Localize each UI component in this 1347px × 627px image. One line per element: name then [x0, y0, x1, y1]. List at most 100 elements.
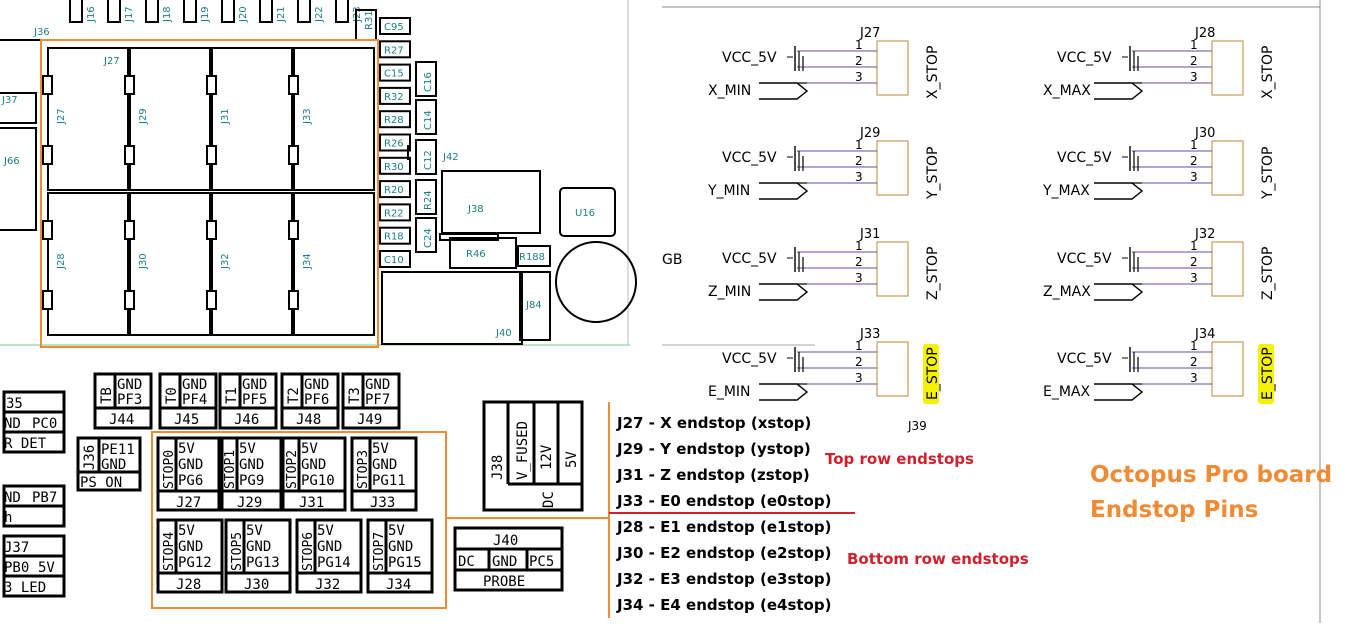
- header-label: J20: [238, 6, 249, 23]
- connector-id: J28: [176, 577, 201, 593]
- component-outline: [379, 17, 411, 35]
- stop-label: X_STOP: [1260, 46, 1276, 100]
- signal-port: [1094, 283, 1144, 301]
- pin-number: 2: [855, 355, 863, 369]
- j66-outline: [0, 127, 37, 231]
- svg-text:J40: J40: [493, 533, 518, 549]
- silk-endstop-connectors: STOP05VGNDPG6J27STOP15VGNDPG9J29STOP25VG…: [156, 436, 434, 594]
- component-outline: [379, 156, 411, 175]
- pin-label: 5V: [317, 523, 334, 539]
- signal-label: Y_MAX: [1042, 183, 1090, 199]
- pin-number: 1: [855, 239, 863, 253]
- pin-label: GND: [239, 457, 264, 473]
- slot-latch: [288, 145, 299, 165]
- pin-label: PG11: [372, 473, 406, 489]
- component-outline: [379, 86, 411, 105]
- thermistor-tag: T2: [286, 387, 302, 404]
- connector-ref: J29: [859, 126, 880, 141]
- r188-label: R188: [519, 252, 545, 263]
- component-label: R22: [384, 208, 404, 219]
- slot-label: J27: [56, 108, 67, 125]
- component-label: C14: [423, 110, 434, 130]
- pin-label: PF7: [365, 392, 390, 408]
- j84-label: J84: [525, 300, 542, 311]
- header-label: J21: [276, 6, 287, 23]
- slot-label: J29: [138, 108, 149, 125]
- lower-connector-outline: [381, 271, 523, 345]
- legend: J27 - X endstop (xstop)J29 - Y endstop (…: [445, 402, 1332, 618]
- svg-text:PC0: PC0: [32, 416, 57, 432]
- j39-label: J39: [907, 419, 927, 433]
- pin-number: 2: [855, 255, 863, 269]
- pin-number: 2: [1190, 154, 1198, 168]
- pin-label: PF4: [182, 392, 207, 408]
- svg-text:h: h: [4, 510, 12, 526]
- component-outline: [379, 110, 411, 129]
- pin-number: 2: [855, 54, 863, 68]
- pin-label: PG12: [178, 555, 212, 571]
- connector-id: J27: [176, 495, 201, 511]
- pin-number: 1: [1190, 339, 1198, 353]
- header-pin: [259, 0, 273, 23]
- connector-ref: J31: [859, 227, 880, 242]
- title-line-2: Endstop Pins: [1090, 497, 1258, 523]
- pin-number: 1: [1190, 38, 1198, 52]
- j35-label: 35: [6, 396, 23, 412]
- slot-outline: [293, 47, 375, 191]
- pin-label: GND: [304, 377, 329, 393]
- pin-label: 5V: [178, 441, 195, 457]
- component-label: R32: [384, 92, 404, 103]
- signal-port: [759, 182, 809, 200]
- pin-label: GND: [178, 539, 203, 555]
- svg-text:DC: DC: [541, 491, 557, 508]
- signal-label: Z_MAX: [1043, 284, 1091, 300]
- legend-item: J33 - E0 endstop (e0stop): [616, 492, 831, 510]
- pin-number: 3: [1190, 371, 1198, 385]
- stop-label: STOP5: [230, 532, 245, 571]
- pin-number: 3: [855, 271, 863, 285]
- svg-text:ND: ND: [4, 416, 21, 432]
- pin-label: PG9: [239, 473, 264, 489]
- component-outline: [379, 203, 411, 222]
- legend-item: J27 - X endstop (xstop): [616, 414, 811, 432]
- j38-top-outline: [441, 170, 541, 234]
- pin-number: 3: [1190, 170, 1198, 184]
- pin-label: GND: [246, 539, 271, 555]
- j36-label: J36: [33, 27, 50, 38]
- pin-label: GND: [301, 457, 326, 473]
- highlight: [1258, 344, 1274, 404]
- component-outline: [379, 40, 411, 59]
- svg-text:PC5: PC5: [529, 554, 554, 570]
- component-label: C12: [423, 150, 434, 170]
- header-pin: [297, 0, 311, 23]
- stop-label: E_STOP: [925, 347, 941, 400]
- slot-outline: [47, 47, 129, 191]
- pin-label: PG14: [317, 555, 351, 571]
- header-pin: [221, 0, 235, 23]
- stop-label: X_STOP: [925, 46, 941, 100]
- thermistor-tag: T1: [224, 387, 240, 404]
- silkscreen: 35 ND PC0 R_DET ND PB7 h J37 PB0 5V 3_LE…: [2, 372, 584, 609]
- j66-label: J66: [3, 156, 20, 167]
- pin-label: GND: [388, 539, 413, 555]
- signal-port: [759, 283, 809, 301]
- connector-body: [1211, 40, 1244, 96]
- slot-label: J34: [302, 253, 313, 270]
- pin-label: PG6: [178, 473, 203, 489]
- slot-latch: [42, 145, 53, 165]
- slot-label: J31: [220, 108, 231, 125]
- pin-number: 3: [855, 70, 863, 84]
- slot-latch: [42, 220, 53, 240]
- connector-body: [1211, 341, 1244, 397]
- slot-latch: [288, 290, 299, 310]
